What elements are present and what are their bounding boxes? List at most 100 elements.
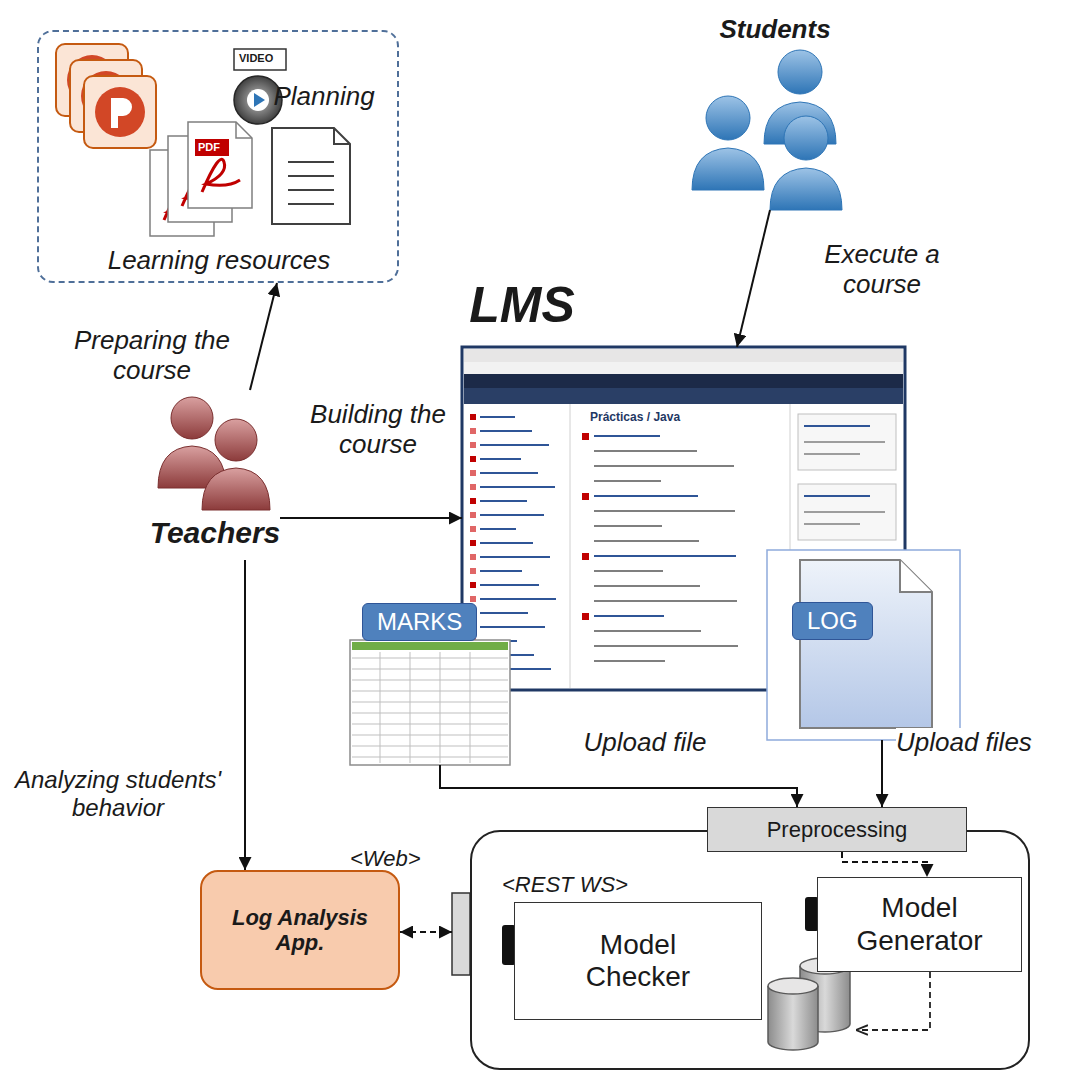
planning-document xyxy=(288,161,334,163)
marks-spreadsheet xyxy=(352,642,508,650)
planning-document xyxy=(288,175,334,177)
rest-server: <REST WS>PreprocessingModel CheckerModel… xyxy=(470,830,1030,1070)
lms-screenshot xyxy=(462,347,905,690)
marks-spreadsheet xyxy=(352,746,508,747)
log-document xyxy=(900,560,932,592)
teachers-figure xyxy=(202,419,270,510)
lms-screenshot xyxy=(470,596,476,602)
edge-label: Building the course xyxy=(298,400,458,460)
database-cylinders xyxy=(768,978,818,994)
box-label: Model Checker xyxy=(563,929,713,993)
edge-label: Upload files xyxy=(896,728,1081,758)
planning-document xyxy=(272,128,350,224)
lms-screenshot xyxy=(470,484,476,490)
node-label: Learning resources xyxy=(94,246,344,276)
database-cylinders xyxy=(768,986,818,1050)
lms-screenshot xyxy=(804,511,885,513)
lms-screenshot xyxy=(594,480,661,482)
lms-screenshot xyxy=(804,441,885,443)
lms-screenshot xyxy=(798,414,896,470)
log-document xyxy=(800,560,932,728)
lms-screenshot xyxy=(594,615,664,617)
marks-spreadsheet xyxy=(352,691,508,692)
edge-label: Analyzing students' behavior xyxy=(4,766,232,821)
video-icon xyxy=(247,89,269,111)
marks-file: MARKS xyxy=(350,603,510,765)
lms-screenshot xyxy=(798,484,896,540)
node-label: MARKS xyxy=(362,603,477,641)
lms-screenshot xyxy=(470,526,476,532)
edge-label: Upload file xyxy=(560,728,730,758)
lms-screenshot xyxy=(594,555,736,557)
lms-screenshot xyxy=(470,554,476,560)
web-port xyxy=(452,893,470,975)
lms-screenshot xyxy=(480,486,555,488)
lms-screenshot xyxy=(470,568,476,574)
lms-screenshot xyxy=(470,442,476,448)
node-label: Students xyxy=(690,15,860,45)
web-port xyxy=(452,893,470,975)
lms-screenshot xyxy=(480,528,516,530)
lms-screenshot xyxy=(582,433,589,440)
lms-screenshot xyxy=(480,444,549,446)
connector xyxy=(250,283,277,390)
lms-screenshot xyxy=(464,362,903,374)
lms-screenshot xyxy=(582,493,589,500)
database-cylinders xyxy=(768,978,818,1050)
lms-screenshot xyxy=(470,582,476,588)
lms-screenshot xyxy=(464,374,903,388)
marks-spreadsheet xyxy=(352,724,508,725)
lms-screenshot xyxy=(480,626,545,628)
lms-screenshot xyxy=(470,414,476,420)
store-arrow xyxy=(856,972,930,1030)
lms-screenshot xyxy=(594,540,699,542)
marks-spreadsheet xyxy=(352,652,508,763)
interface-label: <Web> xyxy=(350,846,421,871)
lms-screenshot xyxy=(594,645,738,647)
lms-screenshot xyxy=(470,540,476,546)
lms-screenshot xyxy=(594,495,698,497)
lms-screenshot xyxy=(480,500,527,502)
lms-screenshot xyxy=(594,525,662,527)
powerpoint-icons xyxy=(56,44,156,148)
box-label: Preprocessing xyxy=(767,817,908,842)
lms-screenshot xyxy=(464,349,903,362)
app-box: Log Analysis App. xyxy=(200,870,400,990)
connector xyxy=(244,560,246,870)
connector xyxy=(400,931,452,933)
students-figure xyxy=(692,96,764,190)
process-box: Model Generator xyxy=(817,877,1022,972)
lms-screenshot xyxy=(570,404,571,688)
lms-screenshot xyxy=(464,388,903,404)
lms-screenshot xyxy=(594,450,697,452)
lms-screenshot xyxy=(470,456,476,462)
marks-spreadsheet xyxy=(352,702,508,703)
teachers-actor: Teachers xyxy=(150,390,280,560)
lms-screenshot xyxy=(594,465,734,467)
lms-screenshot xyxy=(480,430,532,432)
lms-screenshot xyxy=(470,498,476,504)
lms-screenshot xyxy=(480,458,521,460)
lms-screenshot xyxy=(480,472,538,474)
process-box: Model Checker xyxy=(514,902,762,1020)
lms-screenshot xyxy=(470,428,476,434)
lms-screenshot xyxy=(462,347,905,690)
lms-screenshot xyxy=(480,556,550,558)
marks-spreadsheet xyxy=(380,652,381,763)
lms-screenshot xyxy=(480,542,533,544)
process-box: Preprocessing xyxy=(707,807,967,852)
planning-document xyxy=(272,128,350,224)
pdf-icons xyxy=(150,122,252,236)
students-figure xyxy=(770,116,842,210)
marks-spreadsheet xyxy=(352,735,508,736)
students-figure xyxy=(692,50,842,210)
marks-spreadsheet xyxy=(350,640,510,765)
lms-screenshot xyxy=(582,553,589,560)
box-label: Log Analysis App. xyxy=(230,905,370,956)
lms-screenshot xyxy=(594,435,660,437)
pdf-icons xyxy=(188,122,252,208)
lms-screenshot xyxy=(480,514,544,516)
marks-spreadsheet xyxy=(352,669,508,670)
log-document xyxy=(767,550,960,740)
marks-spreadsheet xyxy=(470,652,471,763)
